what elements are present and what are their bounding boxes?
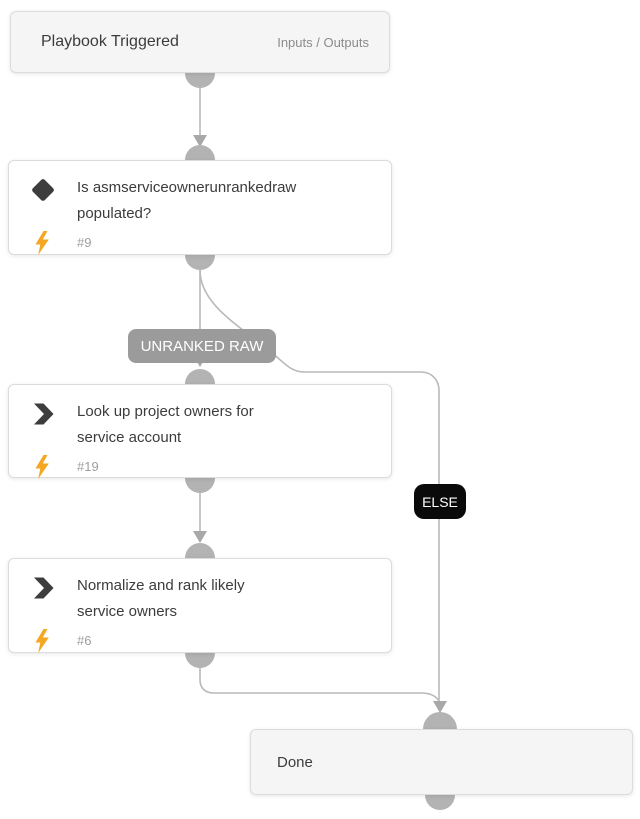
chevron-right-icon <box>31 573 75 600</box>
connection-port[interactable] <box>185 369 215 384</box>
task-id: #9 <box>77 235 92 250</box>
node-title-line: Normalize and rank likely <box>77 577 245 594</box>
branch-label-else: ELSE <box>414 484 466 519</box>
arrowhead-icon <box>193 135 207 147</box>
node-title: Is asmserviceownerunrankedraw populated? <box>75 175 375 227</box>
node-condition-is-populated[interactable]: Is asmserviceownerunrankedraw populated?… <box>8 160 392 255</box>
arrowhead-icon <box>433 701 447 713</box>
node-title-line: Is asmserviceownerunrankedraw <box>77 179 297 196</box>
lightning-bolt-icon <box>31 628 75 654</box>
connection-port[interactable] <box>185 73 215 88</box>
connector-normalize-to-done <box>199 666 440 702</box>
lightning-bolt-icon <box>31 230 75 256</box>
node-title-line: Look up project owners for <box>77 403 254 420</box>
node-title: Playbook Triggered <box>41 33 179 50</box>
node-title-line: service account <box>77 429 182 446</box>
connection-port[interactable] <box>185 145 215 160</box>
connection-port[interactable] <box>185 653 215 668</box>
connection-port[interactable] <box>423 712 457 729</box>
node-title: Done <box>277 753 313 771</box>
lightning-bolt-icon <box>31 454 75 480</box>
node-title-line: populated? <box>77 205 152 222</box>
node-title: Normalize and rank likely service owners <box>75 573 375 625</box>
diamond-icon <box>31 175 75 202</box>
branch-label-unranked-raw: UNRANKED RAW <box>128 329 276 363</box>
node-normalize-rank-owners[interactable]: Normalize and rank likely service owners… <box>8 558 392 653</box>
node-title: Look up project owners for service accou… <box>75 399 375 451</box>
task-id: #6 <box>77 633 92 648</box>
inputs-outputs-link[interactable]: Inputs / Outputs <box>277 34 369 50</box>
node-title-line: service owners <box>77 603 178 620</box>
arrowhead-icon <box>193 531 207 543</box>
chevron-right-icon <box>31 399 75 426</box>
connection-port[interactable] <box>185 478 215 493</box>
connector-condition-else <box>199 269 440 702</box>
connection-port[interactable] <box>185 543 215 558</box>
node-playbook-triggered[interactable]: Playbook Triggered Inputs / Outputs <box>10 11 390 73</box>
task-id: #19 <box>77 459 99 474</box>
connection-port[interactable] <box>425 795 455 810</box>
node-lookup-project-owners[interactable]: Look up project owners for service accou… <box>8 384 392 480</box>
node-done[interactable]: Done <box>250 729 633 795</box>
connection-port[interactable] <box>185 255 215 270</box>
